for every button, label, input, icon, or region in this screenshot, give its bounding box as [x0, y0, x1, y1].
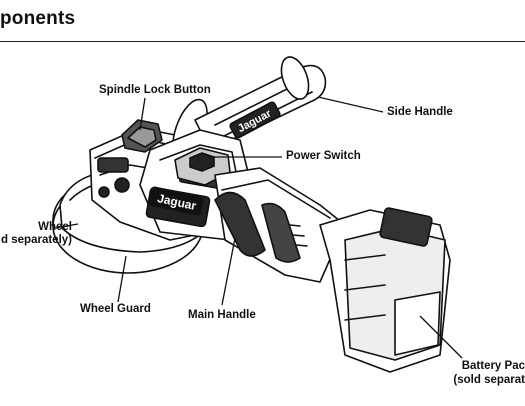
label-power-switch: Power Switch — [286, 150, 361, 163]
battery-pack-part — [320, 207, 450, 372]
label-main-handle: Main Handle — [188, 309, 256, 322]
label-wheel-group: Wheel d separately) — [0, 221, 72, 247]
label-wheel-guard: Wheel Guard — [80, 303, 151, 316]
label-side-handle: Side Handle — [387, 106, 453, 119]
label-wheel: Wheel — [0, 221, 72, 234]
label-battery-pack: Battery Pac — [450, 360, 525, 373]
leader-side-handle — [318, 97, 383, 112]
leader-main-handle — [222, 238, 235, 305]
label-battery-note: (sold separat — [440, 374, 525, 387]
label-wheel-note: d separately) — [0, 234, 72, 247]
label-spindle-lock-button: Spindle Lock Button — [99, 84, 211, 97]
